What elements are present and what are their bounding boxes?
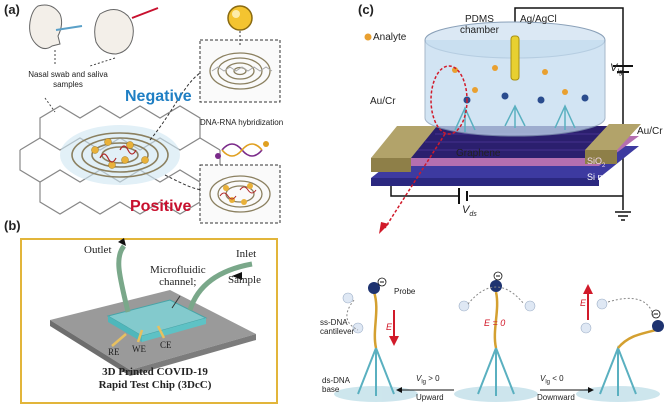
we-label: WE [132, 344, 146, 354]
probe-label: Probe [394, 287, 416, 296]
sio2-label: SiO2 [587, 156, 606, 169]
chip-illustration [50, 238, 256, 376]
re-label: RE [108, 347, 120, 357]
vds-label: Vds [462, 204, 477, 219]
probe-left-icon [368, 282, 380, 294]
sample-input-label: Sample [228, 274, 261, 286]
vlg-label: Vlg [610, 62, 623, 77]
panel-c-label: (c) [358, 2, 374, 17]
gfet-illustration [364, 7, 641, 234]
person-swab-icon [29, 4, 83, 50]
agagcl-label: Ag/AgCl [520, 14, 557, 25]
field-zero-label: E = 0 [484, 318, 506, 328]
dna-cantilever-illustration [334, 271, 664, 402]
panel-a-illustration [19, 4, 281, 224]
graphene-label: Graphene [456, 148, 501, 159]
ce-label: CE [160, 340, 172, 350]
panel-a-label: (a) [4, 2, 20, 17]
inlet-label: Inlet [236, 248, 257, 260]
person-saliva-icon [94, 7, 159, 55]
vlg-positive-label: Vlg > 0 [416, 374, 440, 386]
field-e-right-label: E [580, 298, 587, 308]
upward-label: Upward [416, 393, 444, 402]
hybridization-label: DNA-RNA hybridization [200, 118, 284, 127]
analyte-label: Analyte [373, 32, 407, 43]
outlet-label: Outlet [84, 244, 112, 256]
coil-electrode [71, 132, 169, 178]
aucr-left-label: Au/Cr [370, 96, 396, 107]
downward-label: Downward [537, 393, 575, 402]
field-e-left-label: E [386, 322, 393, 332]
aucr-right-label: Au/Cr [637, 126, 663, 137]
dna-rna-helix-icon [215, 141, 269, 159]
sample-label: Nasal swab and saliva samples [28, 70, 108, 89]
vlg-negative-label: Vlg < 0 [540, 374, 564, 386]
analyte-particle-icon [227, 5, 253, 31]
panel-b-label: (b) [4, 218, 21, 233]
negative-label: Negative [125, 88, 192, 105]
si-label: Si n++ [587, 172, 614, 182]
positive-label: Positive [130, 198, 192, 215]
